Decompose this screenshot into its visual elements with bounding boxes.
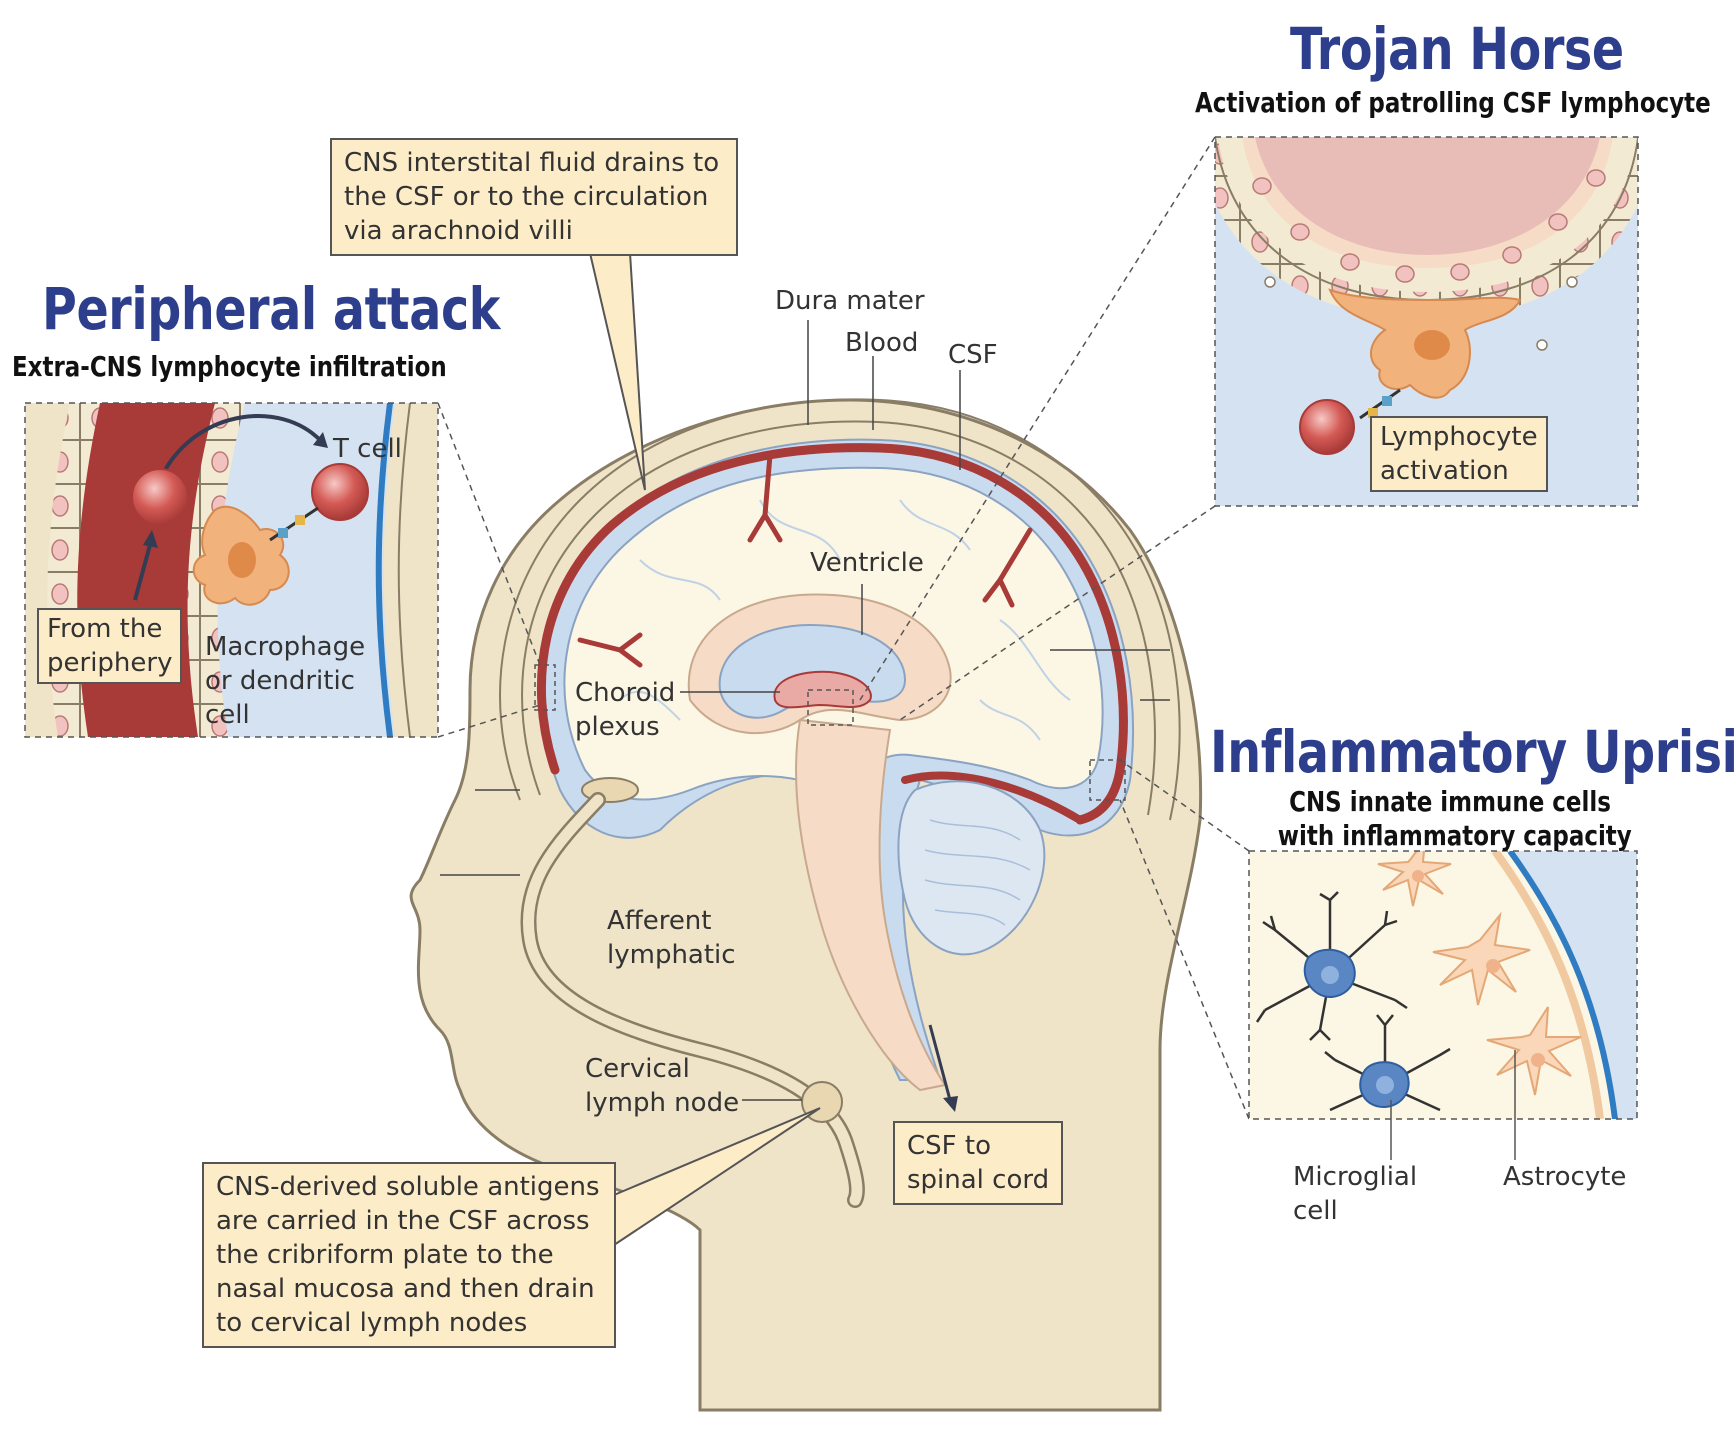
peripheral-attack-subtitle: Extra-CNS lymphocyte infiltration	[12, 350, 447, 383]
choroid-plexus-label: Choroid plexus	[575, 678, 676, 742]
microglial-cell-label: Microglial cell	[1293, 1162, 1418, 1226]
astrocyte-label: Astrocyte	[1503, 1162, 1627, 1192]
connector-lines	[437, 136, 1250, 1120]
afferent-lymphatic-label: Afferent lymphatic	[607, 906, 736, 970]
brainstem	[795, 718, 947, 1092]
sagittal-sinus	[536, 443, 1128, 825]
cervical-lymph-node-label: Cervical lymph node	[585, 1054, 740, 1118]
soluble-antigens-callout: CNS-derived soluble antigens are carried…	[202, 1162, 616, 1348]
microglia-cells	[1255, 891, 1451, 1112]
trojan-horse-subtitle: Activation of patrolling CSF lymphocyte	[1195, 86, 1711, 119]
trojan-horse-title: Trojan Horse	[1290, 15, 1624, 83]
inflammatory-uprising-subtitle: CNS innate immune cells with inflammator…	[1277, 785, 1632, 852]
peripheral-attack-title: Peripheral attack	[42, 275, 500, 343]
csf-label: CSF	[948, 340, 998, 370]
cerebellum	[897, 780, 1046, 956]
ventricle-label: Ventricle	[810, 548, 924, 578]
inflammatory-uprising-title: Inflammatory Uprising	[1210, 718, 1736, 786]
lymphocyte-activation-box: Lymphocyte activation	[1370, 416, 1548, 492]
trojan-panel-frame	[1214, 136, 1639, 507]
inflammatory-panel-frame	[1248, 850, 1638, 1120]
interstitial-fluid-callout: CNS interstital fluid drains to the CSF …	[330, 138, 738, 256]
csf-to-spinal-cord-callout: CSF to spinal cord	[893, 1121, 1064, 1205]
choroid-plexus-shape	[773, 670, 872, 709]
trojan-panel-art	[1215, 137, 1638, 506]
dura-mater-label: Dura mater	[775, 286, 925, 316]
t-cell-label: T cell	[333, 434, 402, 464]
interstitial-pointer	[588, 252, 646, 491]
macrophage-label: Macrophage or dendritic cell	[205, 632, 366, 730]
cortical-vessels	[577, 452, 1033, 668]
from-periphery-box: From the periphery	[37, 608, 183, 684]
inflammatory-panel-art	[1249, 851, 1637, 1119]
blood-label: Blood	[845, 328, 919, 358]
